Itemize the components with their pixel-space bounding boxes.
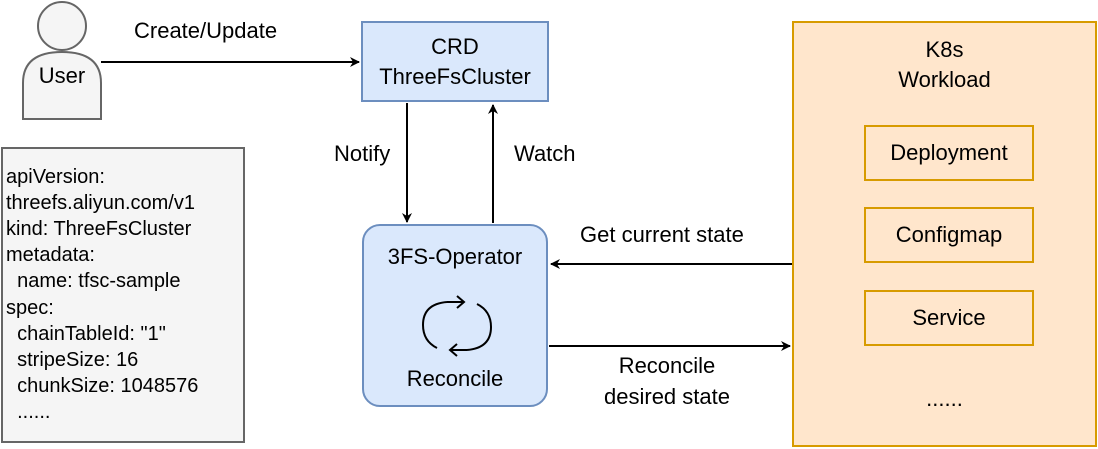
- yaml-line: chunkSize: 1048576: [6, 375, 199, 397]
- user-label: User: [38, 63, 86, 88]
- yaml-line: stripeSize: 16: [6, 349, 139, 371]
- deployment-node: Deployment: [864, 125, 1034, 181]
- more-workloads: ......: [926, 386, 963, 411]
- operator-subtitle: Reconcile: [406, 366, 504, 391]
- service-node: Service: [864, 290, 1034, 346]
- refresh-cycle-icon: [421, 295, 493, 357]
- yaml-line: apiVersion:: [6, 166, 105, 188]
- crd-title: CRD: [431, 33, 479, 59]
- yaml-line: chainTableId: "1": [6, 323, 166, 345]
- yaml-line: kind: ThreeFsCluster: [6, 218, 192, 240]
- k8s-title: K8s Workload: [794, 35, 1095, 95]
- user-actor-icon: [22, 1, 102, 120]
- operator-node: 3FS-Operator Reconcile: [362, 224, 548, 407]
- operator-title: 3FS-Operator: [387, 244, 523, 269]
- reconcile-label-line2: desired state: [604, 384, 730, 409]
- create-update-label: Create/Update: [134, 18, 278, 43]
- yaml-line: metadata:: [6, 244, 95, 266]
- yaml-line: ......: [6, 401, 51, 423]
- k8s-workload-container: K8s Workload Deployment Configmap Servic…: [792, 21, 1097, 447]
- k8s-title-line2: Workload: [898, 67, 991, 92]
- get-state-label: Get current state: [580, 222, 744, 247]
- notify-label: Notify: [334, 141, 391, 166]
- yaml-line: threefs.aliyun.com/v1: [6, 192, 195, 214]
- yaml-line: name: tfsc-sample: [6, 270, 181, 292]
- k8s-title-line1: K8s: [925, 37, 964, 62]
- yaml-spec-panel: apiVersion: threefs.aliyun.com/v1 kind: …: [1, 147, 245, 443]
- watch-label: Watch: [514, 141, 576, 166]
- crd-node: CRD ThreeFsCluster: [361, 21, 549, 102]
- reconcile-label-line1: Reconcile: [618, 353, 716, 378]
- yaml-line: spec:: [6, 297, 54, 319]
- crd-kind: ThreeFsCluster: [379, 63, 531, 89]
- configmap-node: Configmap: [864, 207, 1034, 263]
